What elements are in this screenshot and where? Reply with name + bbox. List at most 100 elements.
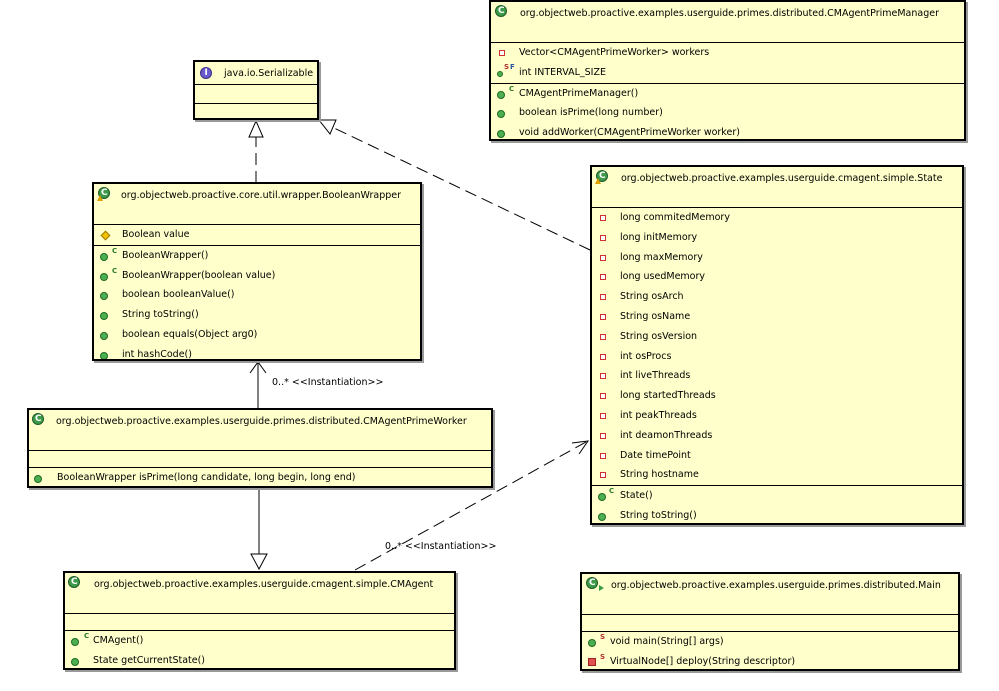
public-icon — [100, 292, 108, 301]
attribute-label: int INTERVAL_SIZE — [519, 66, 606, 78]
method-row[interactable]: C CMAgentPrimeManager() — [491, 84, 964, 104]
attribute-label: int peakThreads — [620, 409, 697, 421]
method-row[interactable]: BooleanWrapper isPrime(long candidate, l… — [29, 468, 491, 486]
private-icon — [600, 254, 606, 261]
methods-compartment: C CMAgentPrimeManager() boolean isPrime(… — [491, 84, 964, 139]
class-title: org.objectweb.proactive.examples.usergui… — [56, 416, 467, 427]
interface-serializable[interactable]: java.io.Serializable — [193, 60, 319, 120]
attributes-compartment — [195, 85, 317, 104]
attributes-compartment — [582, 615, 958, 632]
class-booleanwrapper[interactable]: org.objectweb.proactive.core.util.wrappe… — [92, 182, 422, 361]
method-row[interactable]: String toString() — [592, 506, 962, 523]
public-icon — [100, 252, 108, 261]
method-label: CMAgent() — [93, 635, 144, 646]
method-row[interactable]: C BooleanWrapper() — [94, 246, 420, 266]
attribute-row[interactable]: long maxMemory — [592, 248, 962, 268]
attribute-row[interactable]: int peakThreads — [592, 406, 962, 426]
final-marker: F — [510, 62, 515, 71]
public-icon — [598, 512, 606, 521]
class-state[interactable]: org.objectweb.proactive.examples.usergui… — [590, 165, 964, 525]
method-row[interactable]: C BooleanWrapper(boolean value) — [94, 266, 420, 286]
attribute-row[interactable]: long usedMemory — [592, 267, 962, 287]
attributes-compartment — [65, 614, 454, 631]
interface-icon — [200, 67, 212, 79]
class-cmagent[interactable]: org.objectweb.proactive.examples.usergui… — [63, 571, 456, 670]
private-icon — [600, 274, 606, 281]
method-row[interactable]: String toString() — [94, 305, 420, 325]
method-row[interactable]: C CMAgent() — [65, 631, 454, 651]
class-header: org.objectweb.proactive.examples.usergui… — [29, 410, 491, 451]
method-row[interactable]: C State() — [592, 486, 962, 506]
method-row[interactable]: S VirtualNode[] deploy(String descriptor… — [582, 652, 958, 669]
private-icon — [600, 373, 606, 380]
attribute-row[interactable]: long startedThreads — [592, 386, 962, 406]
method-row[interactable]: State getCurrentState() — [65, 651, 454, 668]
attribute-label: long initMemory — [620, 231, 698, 243]
method-label: CMAgentPrimeManager() — [519, 87, 639, 99]
public-icon — [497, 130, 505, 139]
private-icon — [600, 313, 606, 320]
instantiation-label-state: 0..* <<Instantiation>> — [385, 541, 497, 552]
methods-compartment — [195, 104, 317, 118]
attributes-compartment — [29, 451, 491, 468]
attribute-label: String osName — [620, 310, 691, 322]
constructor-marker: C — [84, 632, 90, 640]
static-marker: S — [504, 62, 510, 71]
attribute-row[interactable]: long commitedMemory — [592, 208, 962, 228]
static-marker: S — [600, 652, 606, 661]
attribute-label: String osVersion — [620, 330, 698, 342]
class-cmagentprimeworker[interactable]: org.objectweb.proactive.examples.usergui… — [27, 408, 493, 488]
attribute-row[interactable]: S F int INTERVAL_SIZE — [491, 63, 964, 83]
method-label: boolean equals(Object arg0) — [122, 328, 258, 340]
private-icon — [600, 234, 606, 241]
method-label: BooleanWrapper isPrime(long candidate, l… — [57, 472, 356, 483]
public-icon — [34, 475, 42, 483]
attribute-row[interactable]: int liveThreads — [592, 366, 962, 386]
method-label: VirtualNode[] deploy(String descriptor) — [610, 655, 796, 667]
private-icon — [600, 432, 606, 439]
attribute-row[interactable]: String hostname — [592, 465, 962, 485]
method-label: void main(String[] args) — [610, 636, 724, 647]
class-title: org.objectweb.proactive.examples.usergui… — [94, 579, 434, 590]
private-icon — [600, 393, 606, 400]
attribute-row[interactable]: Boolean value — [94, 225, 420, 245]
attribute-row[interactable]: String osName — [592, 307, 962, 327]
public-icon — [100, 331, 108, 340]
method-label: void addWorker(CMAgentPrimeWorker worker… — [519, 127, 740, 139]
methods-compartment: C CMAgent() State getCurrentState() — [65, 631, 454, 668]
public-icon — [100, 312, 108, 321]
attribute-label: int deamonThreads — [620, 429, 713, 441]
class-header: org.objectweb.proactive.examples.usergui… — [491, 2, 964, 43]
class-cmagentprimemanager[interactable]: org.objectweb.proactive.examples.usergui… — [489, 0, 966, 141]
realization-arrowhead-state — [317, 119, 337, 135]
attribute-row[interactable]: String osVersion — [592, 327, 962, 347]
attribute-row[interactable]: Date timePoint — [592, 446, 962, 466]
method-row[interactable]: boolean isPrime(long number) — [491, 103, 964, 123]
class-icon — [68, 576, 80, 588]
class-main[interactable]: org.objectweb.proactive.examples.usergui… — [580, 572, 960, 671]
method-label: BooleanWrapper(boolean value) — [122, 269, 276, 281]
warning-icon — [595, 178, 601, 184]
instantiation-arrowhead-state — [571, 440, 590, 455]
private-icon — [600, 333, 606, 340]
attribute-row[interactable]: int osProcs — [592, 347, 962, 367]
private-icon — [600, 472, 606, 479]
attribute-row[interactable]: long initMemory — [592, 228, 962, 248]
class-title: org.objectweb.proactive.examples.usergui… — [611, 580, 941, 591]
method-row[interactable]: void addWorker(CMAgentPrimeWorker worker… — [491, 123, 964, 139]
attribute-row[interactable]: int deamonThreads — [592, 426, 962, 446]
warning-icon — [97, 195, 103, 201]
public-icon — [598, 493, 606, 502]
method-label: BooleanWrapper() — [122, 249, 209, 261]
method-row[interactable]: S void main(String[] args) — [582, 632, 958, 652]
attribute-row[interactable]: String osArch — [592, 287, 962, 307]
realization-line-state — [331, 126, 591, 251]
attribute-row[interactable]: Vector<CMAgentPrimeWorker> workers — [491, 43, 964, 63]
attribute-label: long usedMemory — [620, 271, 706, 283]
method-row[interactable]: boolean booleanValue() — [94, 285, 420, 305]
method-row[interactable]: int hashCode() — [94, 345, 420, 359]
class-icon — [32, 413, 44, 425]
class-title: java.io.Serializable — [224, 68, 314, 79]
methods-compartment: S void main(String[] args) S VirtualNode… — [582, 632, 958, 669]
method-row[interactable]: boolean equals(Object arg0) — [94, 325, 420, 345]
